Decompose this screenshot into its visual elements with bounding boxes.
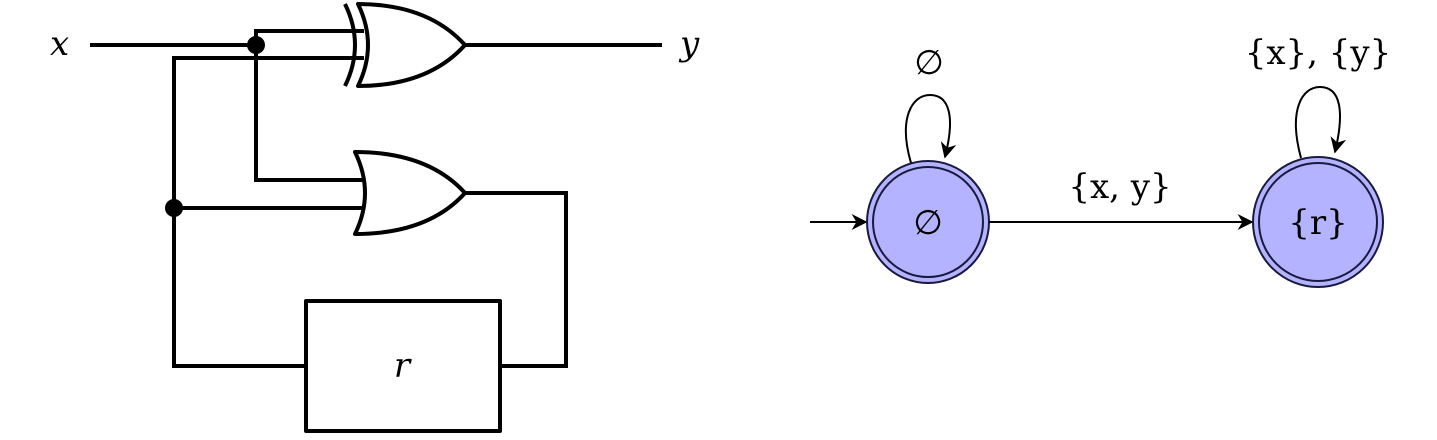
xor-input-a-wire xyxy=(254,29,364,45)
state-r-self-loop xyxy=(1294,85,1347,159)
state-r-label: {r} xyxy=(1288,203,1348,243)
circuit: x y r xyxy=(50,2,700,433)
state-r[interactable]: {r} xyxy=(1252,156,1384,288)
state-empty-loop-label: ∅ xyxy=(914,43,944,83)
or-gate xyxy=(353,150,467,236)
transition-label: {x, y} xyxy=(1068,167,1171,207)
state-empty[interactable]: ∅ xyxy=(866,160,990,284)
output-label: y xyxy=(678,24,700,64)
xor-gate xyxy=(343,2,467,88)
register-box xyxy=(304,299,502,433)
register-label: r xyxy=(394,346,412,386)
state-empty-label: ∅ xyxy=(913,203,943,243)
state-empty-self-loop xyxy=(904,93,957,164)
state-empty-inner-ring xyxy=(872,166,984,278)
or-input-a-wire xyxy=(254,45,364,182)
or-output-wire xyxy=(465,191,568,368)
state-r-outer-ring xyxy=(1252,156,1384,288)
state-r-inner-ring xyxy=(1258,162,1378,282)
input-label: x xyxy=(50,24,69,64)
state-r-loop-label: {x}, {y} xyxy=(1245,33,1392,73)
automaton: ∅ ∅ {x, y} {r} {x}, {y} xyxy=(810,33,1392,288)
